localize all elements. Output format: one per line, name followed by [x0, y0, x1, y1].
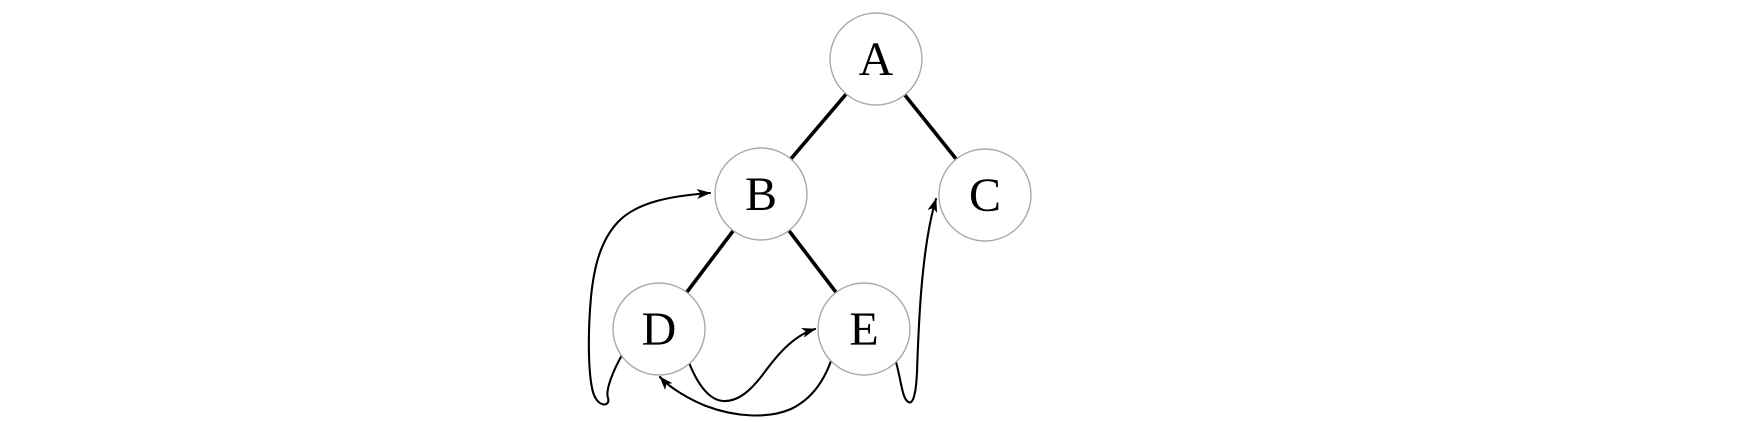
arrow-edge-D-E	[686, 327, 817, 403]
node-circle-C	[938, 148, 1032, 242]
node-E: E	[817, 282, 911, 376]
arrow-edge-E-C	[894, 197, 938, 404]
node-D: D	[612, 282, 706, 376]
node-B: B	[714, 147, 808, 241]
node-circle-A	[829, 12, 923, 106]
node-C: C	[938, 148, 1032, 242]
node-A: A	[829, 12, 923, 106]
node-label-E: E	[849, 303, 878, 356]
node-circle-E	[817, 282, 911, 376]
arrow-edge-E-D	[658, 359, 833, 417]
arrow-edges-layer	[587, 188, 938, 417]
node-label-A: A	[859, 33, 894, 86]
arrow-edge-D-B	[587, 188, 712, 406]
node-label-C: C	[969, 169, 1001, 222]
node-circle-D	[612, 282, 706, 376]
node-label-B: B	[745, 168, 777, 221]
node-label-D: D	[642, 303, 677, 356]
node-circle-B	[714, 147, 808, 241]
nodes-layer: A B C D E	[612, 12, 1032, 376]
